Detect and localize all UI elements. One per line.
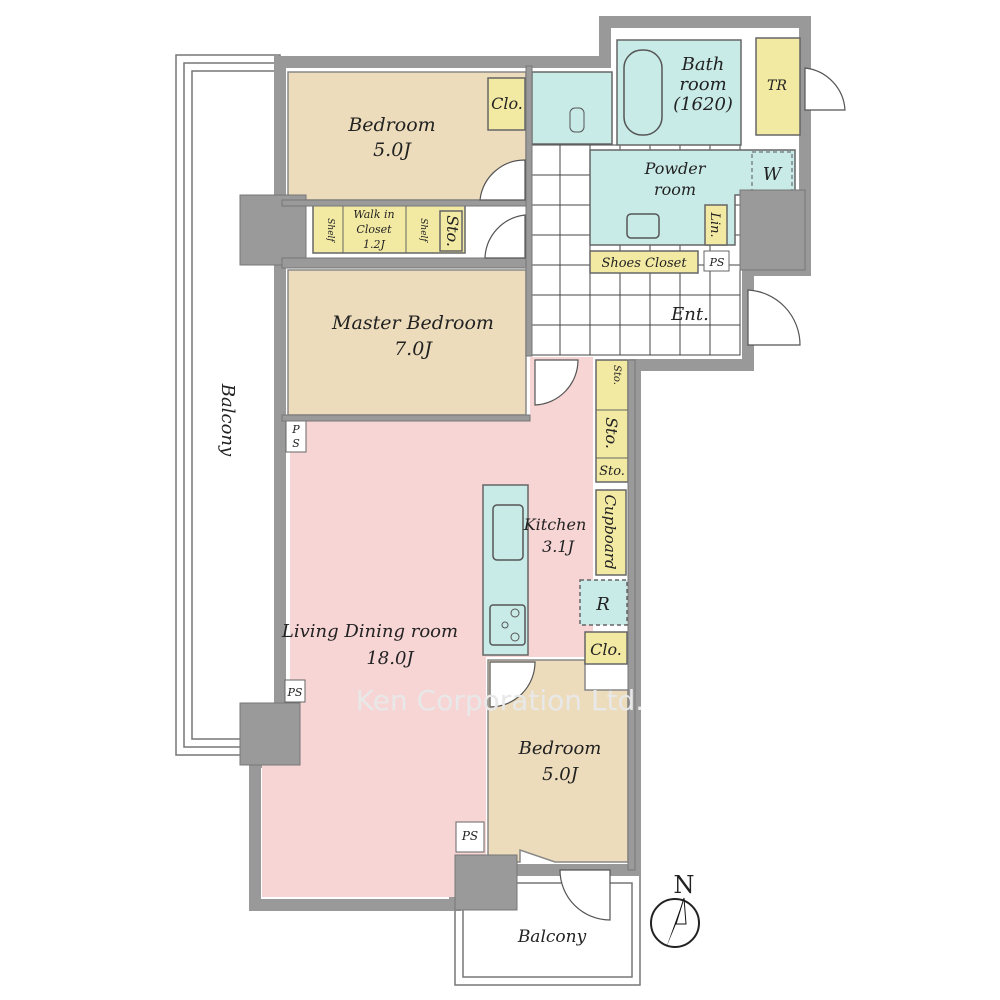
ps-label: PS (461, 829, 478, 843)
refrigerator-label: R (595, 594, 610, 615)
closet-label: Clo. (590, 640, 622, 659)
storage-label: Sto. (599, 464, 625, 479)
master-bedroom-label: Master Bedroom (331, 312, 494, 334)
linen-closet (704, 204, 728, 246)
door-balcony-bottom[interactable] (559, 869, 611, 921)
powder-room-label: Powder (644, 159, 707, 178)
toilet-icon (569, 107, 585, 133)
master-bedroom (287, 269, 527, 416)
compass-icon: N (650, 871, 700, 948)
kitchen-sink-icon (492, 504, 524, 561)
shoes-closet (589, 250, 699, 274)
bedroom-top (287, 71, 527, 201)
storage-bedroom (439, 210, 463, 252)
balcony-bottom-label: Balcony (517, 927, 587, 947)
door-bedroom2[interactable] (489, 661, 536, 708)
bedroom-bottom-size: 5.0J (542, 764, 580, 785)
bedroom-top-size: 5.0J (373, 139, 412, 161)
pillar (239, 194, 307, 266)
ps-box-lower (284, 679, 306, 703)
ps-box-entrance (703, 250, 730, 272)
door-bedroom-top[interactable] (479, 159, 526, 201)
walk-in-size: 1.2J (363, 238, 385, 251)
kitchen-size: 3.1J (542, 537, 575, 556)
ps-label: S (292, 437, 300, 450)
closet-top (487, 77, 526, 131)
door-living[interactable] (534, 359, 579, 406)
pillar (739, 189, 806, 271)
bathtub-icon (623, 49, 663, 136)
watermark: Ken Corporation Ltd. (356, 684, 644, 717)
living-label: Living Dining room (281, 621, 458, 642)
shelf-label: Shelf (325, 218, 335, 243)
partition-wall (281, 199, 531, 207)
compass-north-label: N (674, 871, 695, 899)
entrance-label: Ent. (670, 304, 709, 325)
balcony-left-label: Balcony (217, 383, 238, 457)
pillar (454, 854, 518, 911)
refrigerator-space (579, 579, 628, 626)
ps-label: PS (709, 256, 725, 269)
washer-label: W (763, 164, 783, 185)
bathroom (616, 39, 742, 146)
trunk-room (755, 37, 801, 136)
living-size: 18.0J (366, 648, 415, 669)
walk-in-label: Walk in (353, 208, 394, 221)
partition-wall (525, 65, 533, 357)
storage-column (595, 359, 629, 483)
pillar (239, 702, 301, 766)
balcony-left (175, 54, 281, 756)
bedroom-bottom-label: Bedroom (518, 738, 602, 759)
storage-label: Sto. (443, 215, 462, 247)
partition-wall (627, 359, 636, 871)
storage-label: Sto. (611, 365, 622, 385)
door-master[interactable] (484, 214, 526, 259)
bedroom-top-label: Bedroom (347, 114, 435, 136)
shoes-closet-label: Shoes Closet (601, 256, 687, 271)
cupboard-label: Cupboard (601, 494, 619, 569)
powder-room (589, 149, 796, 246)
bathroom-label: Bath (681, 54, 725, 75)
tr-label: TR (767, 78, 787, 94)
bathroom-label: room (679, 74, 726, 95)
master-bedroom-size: 7.0J (394, 338, 433, 360)
kitchen-label: Kitchen (523, 515, 587, 534)
ps-label: P (291, 423, 300, 436)
cupboard (595, 489, 627, 576)
stove-icon (489, 604, 526, 646)
closet-bedroom2 (584, 631, 628, 665)
toilet-room (531, 71, 613, 145)
linen-label: Lin. (707, 211, 722, 237)
ps-box-bottom (455, 821, 485, 853)
bathroom-size: (1620) (673, 94, 733, 115)
partition-wall (281, 414, 531, 422)
ps-label: PS (287, 686, 303, 699)
walk-in-label: Closet (356, 223, 392, 236)
powder-room-label: room (654, 180, 696, 199)
sink-icon (626, 213, 660, 239)
shelf-label: Shelf (418, 218, 428, 243)
partition-wall (281, 257, 533, 269)
door-entrance[interactable] (747, 289, 801, 346)
door-tr[interactable] (804, 67, 846, 111)
closet-top-label: Clo. (491, 94, 523, 113)
storage-label: Sto. (602, 417, 621, 449)
